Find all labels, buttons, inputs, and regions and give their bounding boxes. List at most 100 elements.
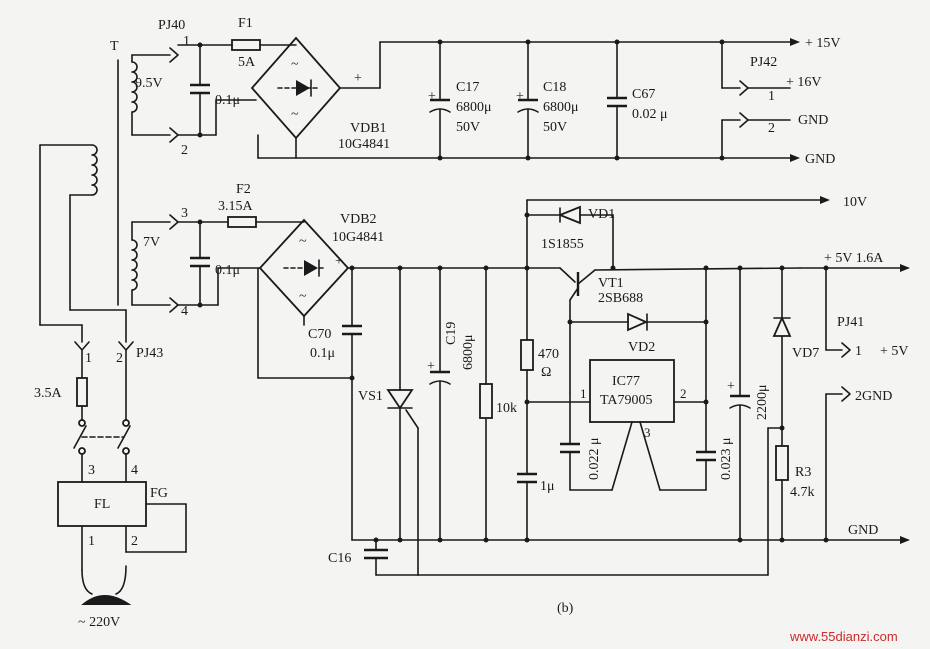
svg-text:0.02 μ: 0.02 μ [632,107,668,122]
svg-text:2SB688: 2SB688 [598,291,643,306]
pj40-connector: PJ40 1 2 [158,18,190,158]
rail-plus15v: + 15V [805,36,841,51]
power-switch [73,425,131,449]
svg-text:C67: C67 [632,87,655,102]
svg-text:~: ~ [291,57,299,72]
svg-text:3: 3 [88,463,95,478]
svg-text:2: 2 [768,121,775,136]
mains-plug: ~ 220V [78,565,132,630]
svg-text:3: 3 [181,206,188,221]
svg-text:470: 470 [538,347,559,362]
rail-gnd-top: GND [805,152,835,167]
svg-text:C16: C16 [328,551,351,566]
svg-text:F1: F1 [238,16,253,31]
svg-text:1: 1 [88,534,95,549]
primary-wiring [39,144,127,343]
svg-text:C18: C18 [543,80,566,95]
winding2-voltage: 7V [143,235,160,250]
fuse-f2: F2 3.15A [218,182,257,228]
pj43-connector: 1 2 PJ43 [74,341,163,366]
svg-text:1: 1 [183,34,190,49]
svg-text:1: 1 [580,386,587,401]
capacitor-c18: + C18 6800μ 50V [516,39,579,161]
svg-text:3: 3 [644,425,651,440]
capacitor-c17: + C17 6800μ 50V [428,39,492,161]
transistor-vt1: VT1 2SB688 [559,265,801,393]
winding1-voltage: 9.5V [135,76,163,91]
svg-text:+: + [516,89,524,104]
diode-vd7: VD7 [772,265,819,447]
svg-text:IC77: IC77 [612,374,640,389]
svg-text:10G4841: 10G4841 [332,230,384,245]
resistor-470: 470 Ω [520,265,559,475]
capacitor-0.022u: 0.022 μ [560,391,602,491]
svg-text:2: 2 [181,143,188,158]
svg-text:+: + [427,359,435,374]
pj42-plus16v: + 16V [786,75,822,90]
diode-vd2: VD2 [567,312,709,355]
svg-text:4.7k: 4.7k [790,485,815,500]
capacitor-mid-0.1u: 0.1μ [190,219,240,308]
resistor-10k: 10k [479,265,517,541]
svg-text:~: ~ [291,107,299,122]
transformer-label: T [110,39,119,54]
svg-text:6800μ: 6800μ [456,100,492,115]
secondary2-connectors: 3 4 [169,206,188,319]
svg-text:1: 1 [768,89,775,104]
svg-text:~ 220V: ~ 220V [78,615,120,630]
capacitor-top-0.1u: 0.1μ [190,42,240,138]
bridge-rectifier-vdb1: ~ ~ + VDB1 10G4841 [250,36,390,152]
svg-text:FL: FL [94,497,110,512]
svg-text:~: ~ [299,289,307,304]
capacitor-0.023u: 0.023 μ [696,265,734,491]
figure-caption: (b) [557,601,574,616]
svg-text:1: 1 [85,351,92,366]
svg-text:+: + [354,71,362,86]
svg-text:4: 4 [131,463,138,478]
line-filter-fl: FL FG [57,481,187,553]
svg-text:2: 2 [116,351,123,366]
svg-text:C17: C17 [456,80,479,95]
svg-text:TA79005: TA79005 [600,393,653,408]
svg-text:2200μ: 2200μ [755,384,770,420]
svg-text:6800μ: 6800μ [461,334,476,370]
svg-text:PJ41: PJ41 [837,315,864,330]
capacitor-1u: 1μ [517,472,555,541]
fuse-main: 3.5A [34,377,88,407]
svg-text:PJ40: PJ40 [158,18,185,33]
svg-text:2GND: 2GND [855,389,892,404]
svg-text:F2: F2 [236,182,251,197]
svg-text:0.1μ: 0.1μ [310,346,335,361]
watermark: www.55dianzi.com [789,629,898,644]
svg-text:1S1855: 1S1855 [541,237,584,252]
svg-text:PJ43: PJ43 [136,346,163,361]
svg-text:R3: R3 [795,465,811,480]
svg-text:3.15A: 3.15A [218,199,254,214]
svg-text:C19: C19 [444,322,459,345]
svg-text:50V: 50V [543,120,567,135]
diode-vd1: VD1 1S1855 10V [524,195,867,269]
svg-text:0.1μ: 0.1μ [215,263,240,278]
svg-text:FG: FG [150,486,168,501]
thyristor-vs1: VS1 [358,265,419,569]
svg-text:Ω: Ω [541,365,551,380]
pj42-connector: PJ42 1 2 + 16V GND [719,39,828,161]
output-plus5v-1.6a: + 5V 1.6A [824,251,884,266]
capacitor-c19: + C19 6800μ [427,265,476,541]
svg-text:VD2: VD2 [628,340,655,355]
capacitor-2200u: + 2200μ [727,265,770,541]
output-10v: 10V [843,195,867,210]
bridge-rectifier-vdb2: ~ ~ + VDB2 10G4841 [258,212,384,318]
capacitor-c67: C67 0.02 μ [607,39,668,161]
svg-text:VS1: VS1 [358,389,383,404]
svg-text:+: + [727,379,735,394]
svg-text:+: + [428,89,436,104]
svg-text:0.022 μ: 0.022 μ [587,437,602,480]
svg-text:~: ~ [299,234,307,249]
svg-text:1: 1 [855,344,862,359]
svg-text:5A: 5A [238,55,256,70]
svg-text:+: + [335,254,343,269]
svg-text:PJ42: PJ42 [750,55,777,70]
pj42-gnd: GND [798,113,828,128]
svg-text:VT1: VT1 [598,276,624,291]
